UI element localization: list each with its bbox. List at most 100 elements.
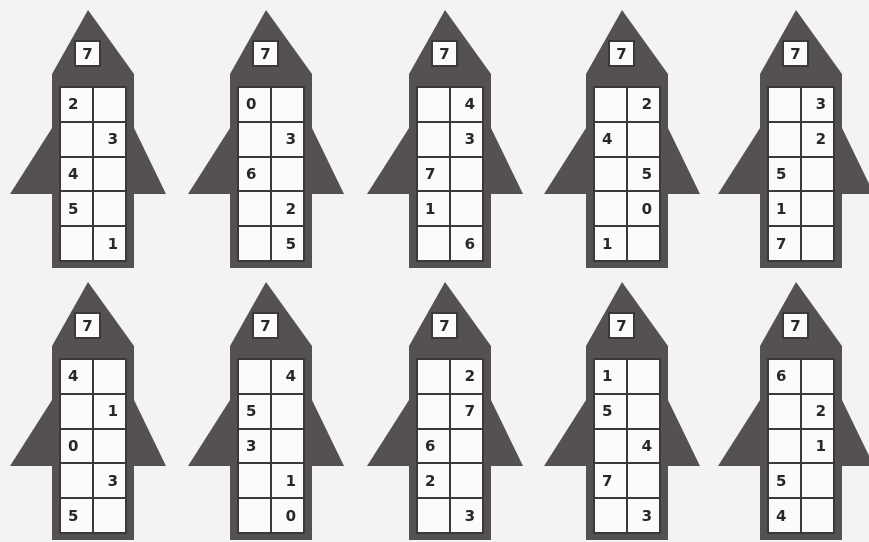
rocket-fin-right — [312, 400, 344, 466]
rocket-target-number: 7 — [782, 40, 809, 67]
grid-cell-right: 3 — [94, 464, 125, 497]
grid-cell-right: 4 — [272, 360, 303, 393]
grid-cell-left — [595, 158, 626, 191]
grid-cell-left — [595, 499, 626, 532]
grid-cell-left: 7 — [595, 464, 626, 497]
grid-cell-right — [802, 360, 833, 393]
grid-cell-left: 5 — [769, 464, 800, 497]
grid-cell-left — [239, 499, 270, 532]
rocket-fin-left — [188, 400, 230, 466]
rocket-fin-left — [544, 400, 586, 466]
grid-cell-right — [94, 158, 125, 191]
grid-cell-right: 5 — [272, 227, 303, 260]
grid-cell-left — [61, 227, 92, 260]
grid-cell-right: 2 — [272, 192, 303, 225]
grid-cell-right — [272, 88, 303, 121]
grid-cell-left — [595, 430, 626, 463]
grid-cell-left: 5 — [61, 499, 92, 532]
rocket-target-number: 7 — [431, 312, 458, 339]
grid-cell-left: 1 — [418, 192, 449, 225]
rocket-target-number: 7 — [74, 40, 101, 67]
grid-cell-left: 5 — [239, 395, 270, 428]
rocket-fin-left — [544, 128, 586, 194]
grid-cell-left — [239, 192, 270, 225]
grid-cell-left: 7 — [418, 158, 449, 191]
grid-cell-right — [272, 158, 303, 191]
rocket-fin-right — [842, 128, 869, 194]
grid-cell-left — [769, 88, 800, 121]
grid-cell-left — [418, 88, 449, 121]
grid-cell-left: 4 — [61, 360, 92, 393]
grid-cell-right: 4 — [628, 430, 659, 463]
grid-cell-right — [451, 430, 482, 463]
grid-cell-left: 7 — [769, 227, 800, 260]
grid-cell-left — [769, 395, 800, 428]
rocket-fin-left — [367, 128, 409, 194]
grid-cell-left: 4 — [595, 123, 626, 156]
grid-cell-right — [628, 395, 659, 428]
grid-cell-right: 1 — [94, 395, 125, 428]
grid-cell-left: 0 — [61, 430, 92, 463]
grid-cell-right — [802, 464, 833, 497]
grid-cell-right: 3 — [272, 123, 303, 156]
grid-cell-right: 1 — [94, 227, 125, 260]
grid-cell-left: 1 — [595, 360, 626, 393]
rocket-fin-right — [491, 128, 523, 194]
grid-cell-right — [94, 192, 125, 225]
grid-cell-left — [595, 192, 626, 225]
rocket-target-number: 7 — [431, 40, 458, 67]
grid-cell-right — [94, 360, 125, 393]
grid-cell-right: 6 — [451, 227, 482, 260]
rocket-fin-left — [10, 128, 52, 194]
rocket-fin-right — [668, 400, 700, 466]
grid-cell-right — [802, 499, 833, 532]
rocket-target-number: 7 — [608, 312, 635, 339]
rocket-target-number: 7 — [782, 312, 809, 339]
grid-cell-left — [239, 360, 270, 393]
rocket-fin-right — [491, 400, 523, 466]
grid-cell-left: 6 — [418, 430, 449, 463]
grid-cell-right — [628, 123, 659, 156]
grid-cell-left: 0 — [239, 88, 270, 121]
grid-cell-left: 2 — [418, 464, 449, 497]
grid-cell-left — [239, 123, 270, 156]
grid-cell-right — [802, 158, 833, 191]
rocket-target-number: 7 — [608, 40, 635, 67]
grid-cell-left — [418, 123, 449, 156]
grid-cell-left: 1 — [595, 227, 626, 260]
grid-cell-right — [628, 360, 659, 393]
grid-cell-left: 1 — [769, 192, 800, 225]
grid-cell-right — [94, 499, 125, 532]
grid-cell-right: 3 — [94, 123, 125, 156]
grid-cell-right: 2 — [451, 360, 482, 393]
grid-cell-left — [418, 360, 449, 393]
grid-cell-left — [61, 464, 92, 497]
grid-cell-right: 1 — [272, 464, 303, 497]
rocket-fin-left — [718, 128, 760, 194]
grid-cell-right — [451, 158, 482, 191]
grid-cell-right — [94, 430, 125, 463]
grid-cell-right: 5 — [628, 158, 659, 191]
grid-cell-right: 4 — [451, 88, 482, 121]
rocket-fin-left — [718, 400, 760, 466]
grid-cell-left: 4 — [61, 158, 92, 191]
rocket-target-number: 7 — [252, 312, 279, 339]
grid-cell-right — [628, 227, 659, 260]
rocket-fin-left — [10, 400, 52, 466]
rocket-fin-right — [312, 128, 344, 194]
